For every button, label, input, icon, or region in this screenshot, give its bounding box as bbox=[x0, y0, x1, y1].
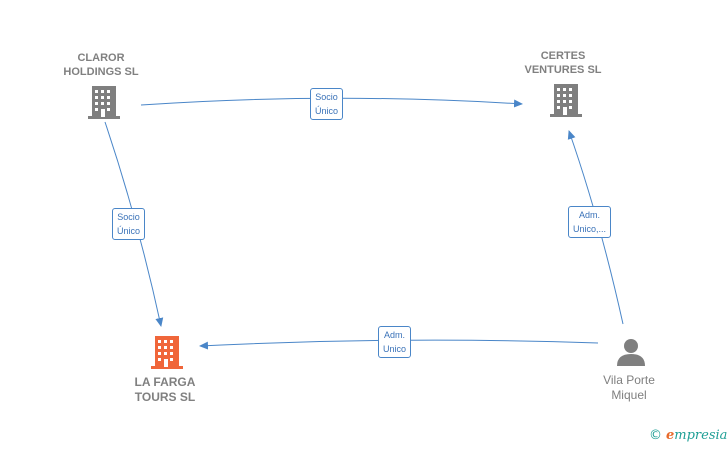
certes-label[interactable]: CERTES VENTURES SL bbox=[503, 49, 623, 77]
edge-label-vila-certes-line1: Adm. bbox=[579, 210, 601, 220]
claror-label[interactable]: CLAROR HOLDINGS SL bbox=[41, 51, 161, 79]
vila-label-line1: Vila Porte bbox=[603, 373, 655, 387]
brand-initial: e bbox=[666, 428, 675, 443]
edge-label-claror-certes[interactable]: Socio Único bbox=[310, 88, 344, 120]
edge-label-vila-certes[interactable]: Adm. Unico,... bbox=[568, 206, 612, 238]
claror-building-icon[interactable] bbox=[88, 86, 120, 119]
certes-label-line2: VENTURES SL bbox=[524, 64, 602, 76]
edge-label-vila-lafarga[interactable]: Adm. Unico bbox=[378, 326, 412, 358]
empresia-logo: © empresia bbox=[649, 428, 727, 443]
edge-label-claror-certes-line1: Socio bbox=[315, 92, 338, 102]
lafarga-label-line1: LA FARGA bbox=[134, 375, 196, 389]
lafarga-building-icon[interactable] bbox=[151, 336, 183, 369]
lafarga-label[interactable]: LA FARGA TOURS SL bbox=[105, 375, 225, 405]
vila-label-line2: Miquel bbox=[611, 388, 647, 402]
claror-label-line2: HOLDINGS SL bbox=[63, 66, 139, 78]
certes-building-icon[interactable] bbox=[550, 84, 582, 117]
edge-label-claror-lafarga-line2: Único bbox=[117, 226, 141, 236]
edge-label-vila-lafarga-line2: Unico bbox=[383, 344, 407, 354]
brand-rest: mpresia bbox=[674, 428, 728, 443]
edge-label-claror-certes-line2: Único bbox=[315, 106, 339, 116]
lafarga-label-line2: TOURS SL bbox=[134, 390, 196, 404]
edge-label-claror-lafarga[interactable]: Socio Único bbox=[112, 208, 146, 240]
vila-person-icon[interactable] bbox=[617, 339, 645, 366]
edge-label-claror-lafarga-line1: Socio bbox=[117, 212, 140, 222]
copyright-symbol: © bbox=[649, 428, 662, 443]
edge-label-vila-certes-line2: Unico,... bbox=[573, 224, 607, 234]
certes-label-line1: CERTES bbox=[540, 50, 586, 62]
edge-label-vila-lafarga-line1: Adm. bbox=[384, 330, 406, 340]
claror-label-line1: CLAROR bbox=[77, 52, 125, 64]
vila-label[interactable]: Vila Porte Miquel bbox=[574, 373, 684, 403]
